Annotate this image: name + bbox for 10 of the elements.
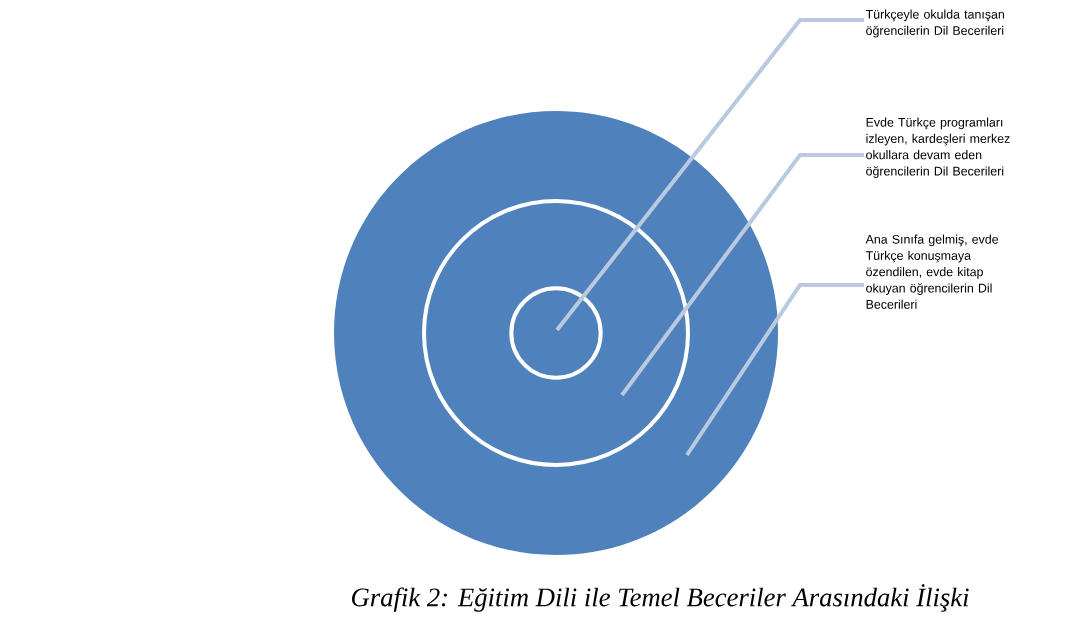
ring (509, 286, 603, 380)
leader-line (685, 283, 864, 457)
caption: Grafik 2: Eğitim Dili ile Temel Beceriler Arasındaki İlişki (352, 584, 969, 612)
leader-line (620, 153, 864, 397)
callout-text: Türkçeyle okulda tanışan öğrencilerin Dil Becerileri (865, 9, 1004, 38)
ring (422, 199, 690, 467)
leader-line (555, 18, 864, 332)
callout-text: Ana Sınıfa gelmiş, evde Türkçe konuşmaya özendilen, evde kitap okuyan öğrencilerin Dil Becerileri (865, 234, 999, 309)
disc (334, 111, 778, 555)
callout-text: Evde Türkçe programları izleyen, kardeşleri merkez okullara devam eden öğrencilerin Dil Becerileri (866, 117, 1010, 178)
